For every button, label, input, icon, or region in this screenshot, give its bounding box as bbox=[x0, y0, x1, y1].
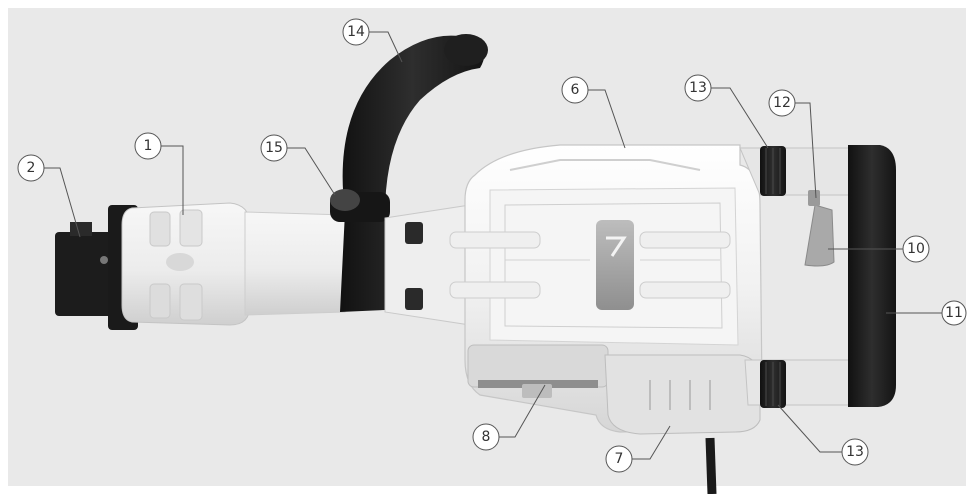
callout-2: 2 bbox=[17, 154, 45, 182]
barrel-part bbox=[244, 211, 346, 316]
callout-10-label: 10 bbox=[907, 241, 925, 257]
callout-13-top: 13 bbox=[684, 74, 712, 102]
callout-13-bottom: 13 bbox=[841, 438, 869, 466]
callout-13-top-label: 13 bbox=[689, 80, 707, 96]
vibration-bellows-top bbox=[760, 146, 786, 196]
callout-15: 15 bbox=[260, 134, 288, 162]
callout-14: 14 bbox=[342, 18, 370, 46]
callout-10: 10 bbox=[902, 235, 930, 263]
leader-line-14 bbox=[369, 31, 403, 63]
neck-clip bbox=[405, 288, 423, 310]
leader-line-2 bbox=[44, 167, 81, 238]
callout-6: 6 bbox=[561, 76, 589, 104]
front-cylinder-part bbox=[121, 202, 251, 326]
callout-1: 1 bbox=[134, 132, 162, 160]
trigger-switch-part bbox=[804, 204, 835, 267]
callout-12: 12 bbox=[768, 89, 796, 117]
callout-7: 7 bbox=[605, 445, 633, 473]
callout-15-label: 15 bbox=[265, 140, 283, 156]
gear-housing-neck bbox=[384, 204, 471, 326]
leader-line-6 bbox=[588, 89, 626, 149]
leader-line-15 bbox=[287, 147, 336, 196]
motor-cap-part bbox=[604, 354, 761, 435]
callout-12-label: 12 bbox=[773, 95, 791, 111]
lock-button-part bbox=[808, 190, 820, 206]
leader-lines bbox=[44, 31, 943, 460]
leader-line-7 bbox=[632, 425, 671, 460]
callout-8: 8 bbox=[472, 423, 500, 451]
leader-line-12 bbox=[795, 102, 817, 199]
rear-grip-part bbox=[848, 145, 896, 407]
neck-clip bbox=[405, 222, 423, 244]
leader-line-13b bbox=[777, 404, 842, 453]
base-plate-part bbox=[467, 344, 609, 398]
power-cord bbox=[705, 437, 717, 494]
callout-14-label: 14 bbox=[347, 24, 365, 40]
callout-11: 11 bbox=[941, 300, 967, 326]
callout-11-label: 11 bbox=[945, 305, 963, 321]
leader-line-13a bbox=[711, 87, 769, 149]
callout-1-label: 1 bbox=[144, 138, 153, 154]
callout-7-label: 7 bbox=[615, 451, 624, 467]
vibration-bellows-bottom bbox=[760, 360, 786, 408]
callout-13-bottom-label: 13 bbox=[846, 444, 864, 460]
callout-2-label: 2 bbox=[27, 160, 36, 176]
auxiliary-handle-part bbox=[330, 34, 488, 312]
leader-line-1 bbox=[161, 145, 184, 215]
leader-line-8 bbox=[499, 384, 546, 438]
callout-8-label: 8 bbox=[482, 429, 491, 445]
callout-6-label: 6 bbox=[571, 82, 580, 98]
